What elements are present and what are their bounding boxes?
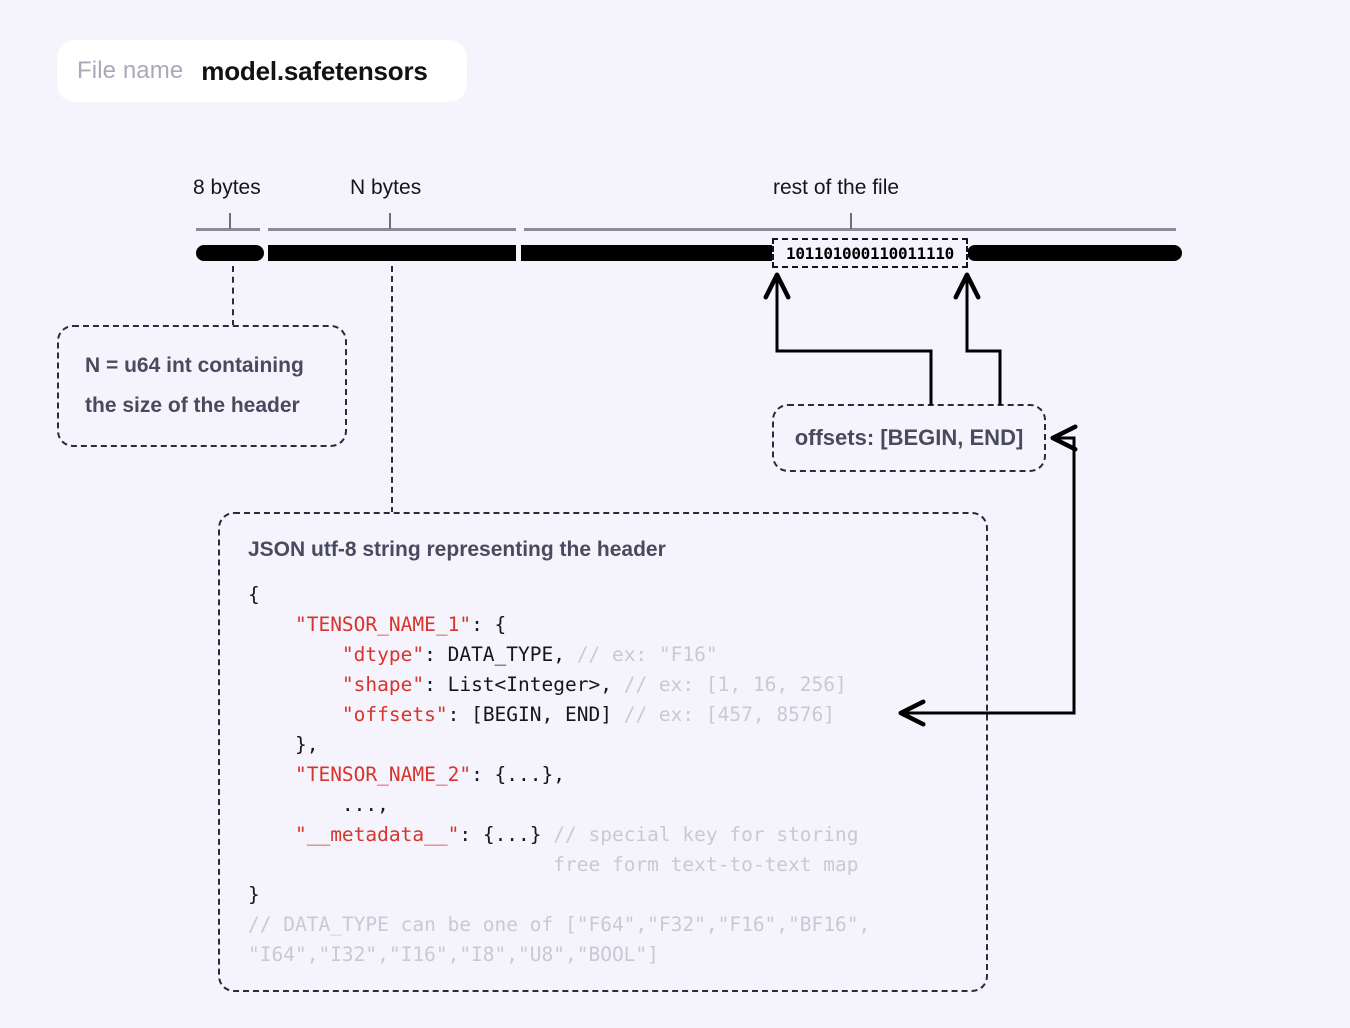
n-box-line-1: N = u64 int containing: [85, 354, 304, 377]
json-code-line: }: [248, 883, 260, 906]
json-code-line: "TENSOR_NAME_2": {...},: [294, 763, 565, 786]
json-code-line: {: [248, 583, 260, 606]
ruler-tick-1: [229, 213, 231, 229]
segment-label-rest-of-file: rest of the file: [773, 176, 900, 199]
callout-offsets: offsets: [BEGIN, END]: [772, 404, 1046, 472]
filename-pill: File name model.safetensors: [57, 40, 467, 102]
ruler-line-segment-2: [268, 228, 516, 231]
binary-chip: 101101000110011110: [772, 238, 968, 268]
ruler-line-segment-1: [196, 228, 260, 231]
json-code-block: { "TENSOR_NAME_1": { "dtype": DATA_TYPE,…: [248, 580, 958, 970]
json-code-line: ...,: [248, 793, 389, 816]
ruler-tick-3: [850, 213, 852, 229]
json-code-line: "dtype": DATA_TYPE, // ex: "F16": [341, 643, 718, 666]
segment-label-n-bytes: N bytes: [350, 176, 422, 199]
json-code-line: "I64","I32","I16","I8","U8","BOOL"]: [248, 943, 659, 966]
bar-segment-8-bytes: [196, 245, 264, 261]
binary-chip-text: 101101000110011110: [786, 243, 954, 263]
filename-label: File name: [77, 57, 184, 84]
json-code-line: "__metadata__": {...} // special key for…: [294, 823, 859, 846]
bar-segment-data-right: [967, 245, 1182, 261]
json-box-title: JSON utf-8 string representing the heade…: [248, 538, 666, 561]
n-box-line-2: the size of the header: [85, 394, 300, 417]
ruler-line-segment-3: [524, 228, 1176, 231]
leader-line-to-json-box: [391, 266, 393, 513]
json-code-line: },: [248, 733, 319, 756]
json-code-line: "offsets": [BEGIN, END] // ex: [457, 857…: [341, 703, 836, 726]
arrow-end-offset: [953, 272, 1002, 405]
bar-segment-data-left: [521, 245, 773, 261]
callout-n-definition: N = u64 int containing the size of the h…: [57, 325, 347, 447]
callout-json-header: JSON utf-8 string representing the heade…: [218, 512, 988, 992]
ruler-tick-2: [389, 213, 391, 229]
json-code-line: "shape": List<Integer>, // ex: [1, 16, 2…: [341, 673, 847, 696]
arrow-begin-offset: [763, 272, 933, 405]
json-code-line: // DATA_TYPE can be one of ["F64","F32",…: [248, 913, 871, 936]
leader-line-to-n-box: [232, 266, 234, 326]
filename-value: model.safetensors: [201, 55, 428, 86]
bar-segment-n-bytes: [268, 245, 516, 261]
offsets-box-text: offsets: [BEGIN, END]: [794, 425, 1024, 450]
json-code-line: "TENSOR_NAME_1": {: [294, 613, 507, 636]
segment-label-8-bytes: 8 bytes: [193, 176, 261, 199]
json-code-line: free form text-to-text map: [553, 853, 859, 876]
